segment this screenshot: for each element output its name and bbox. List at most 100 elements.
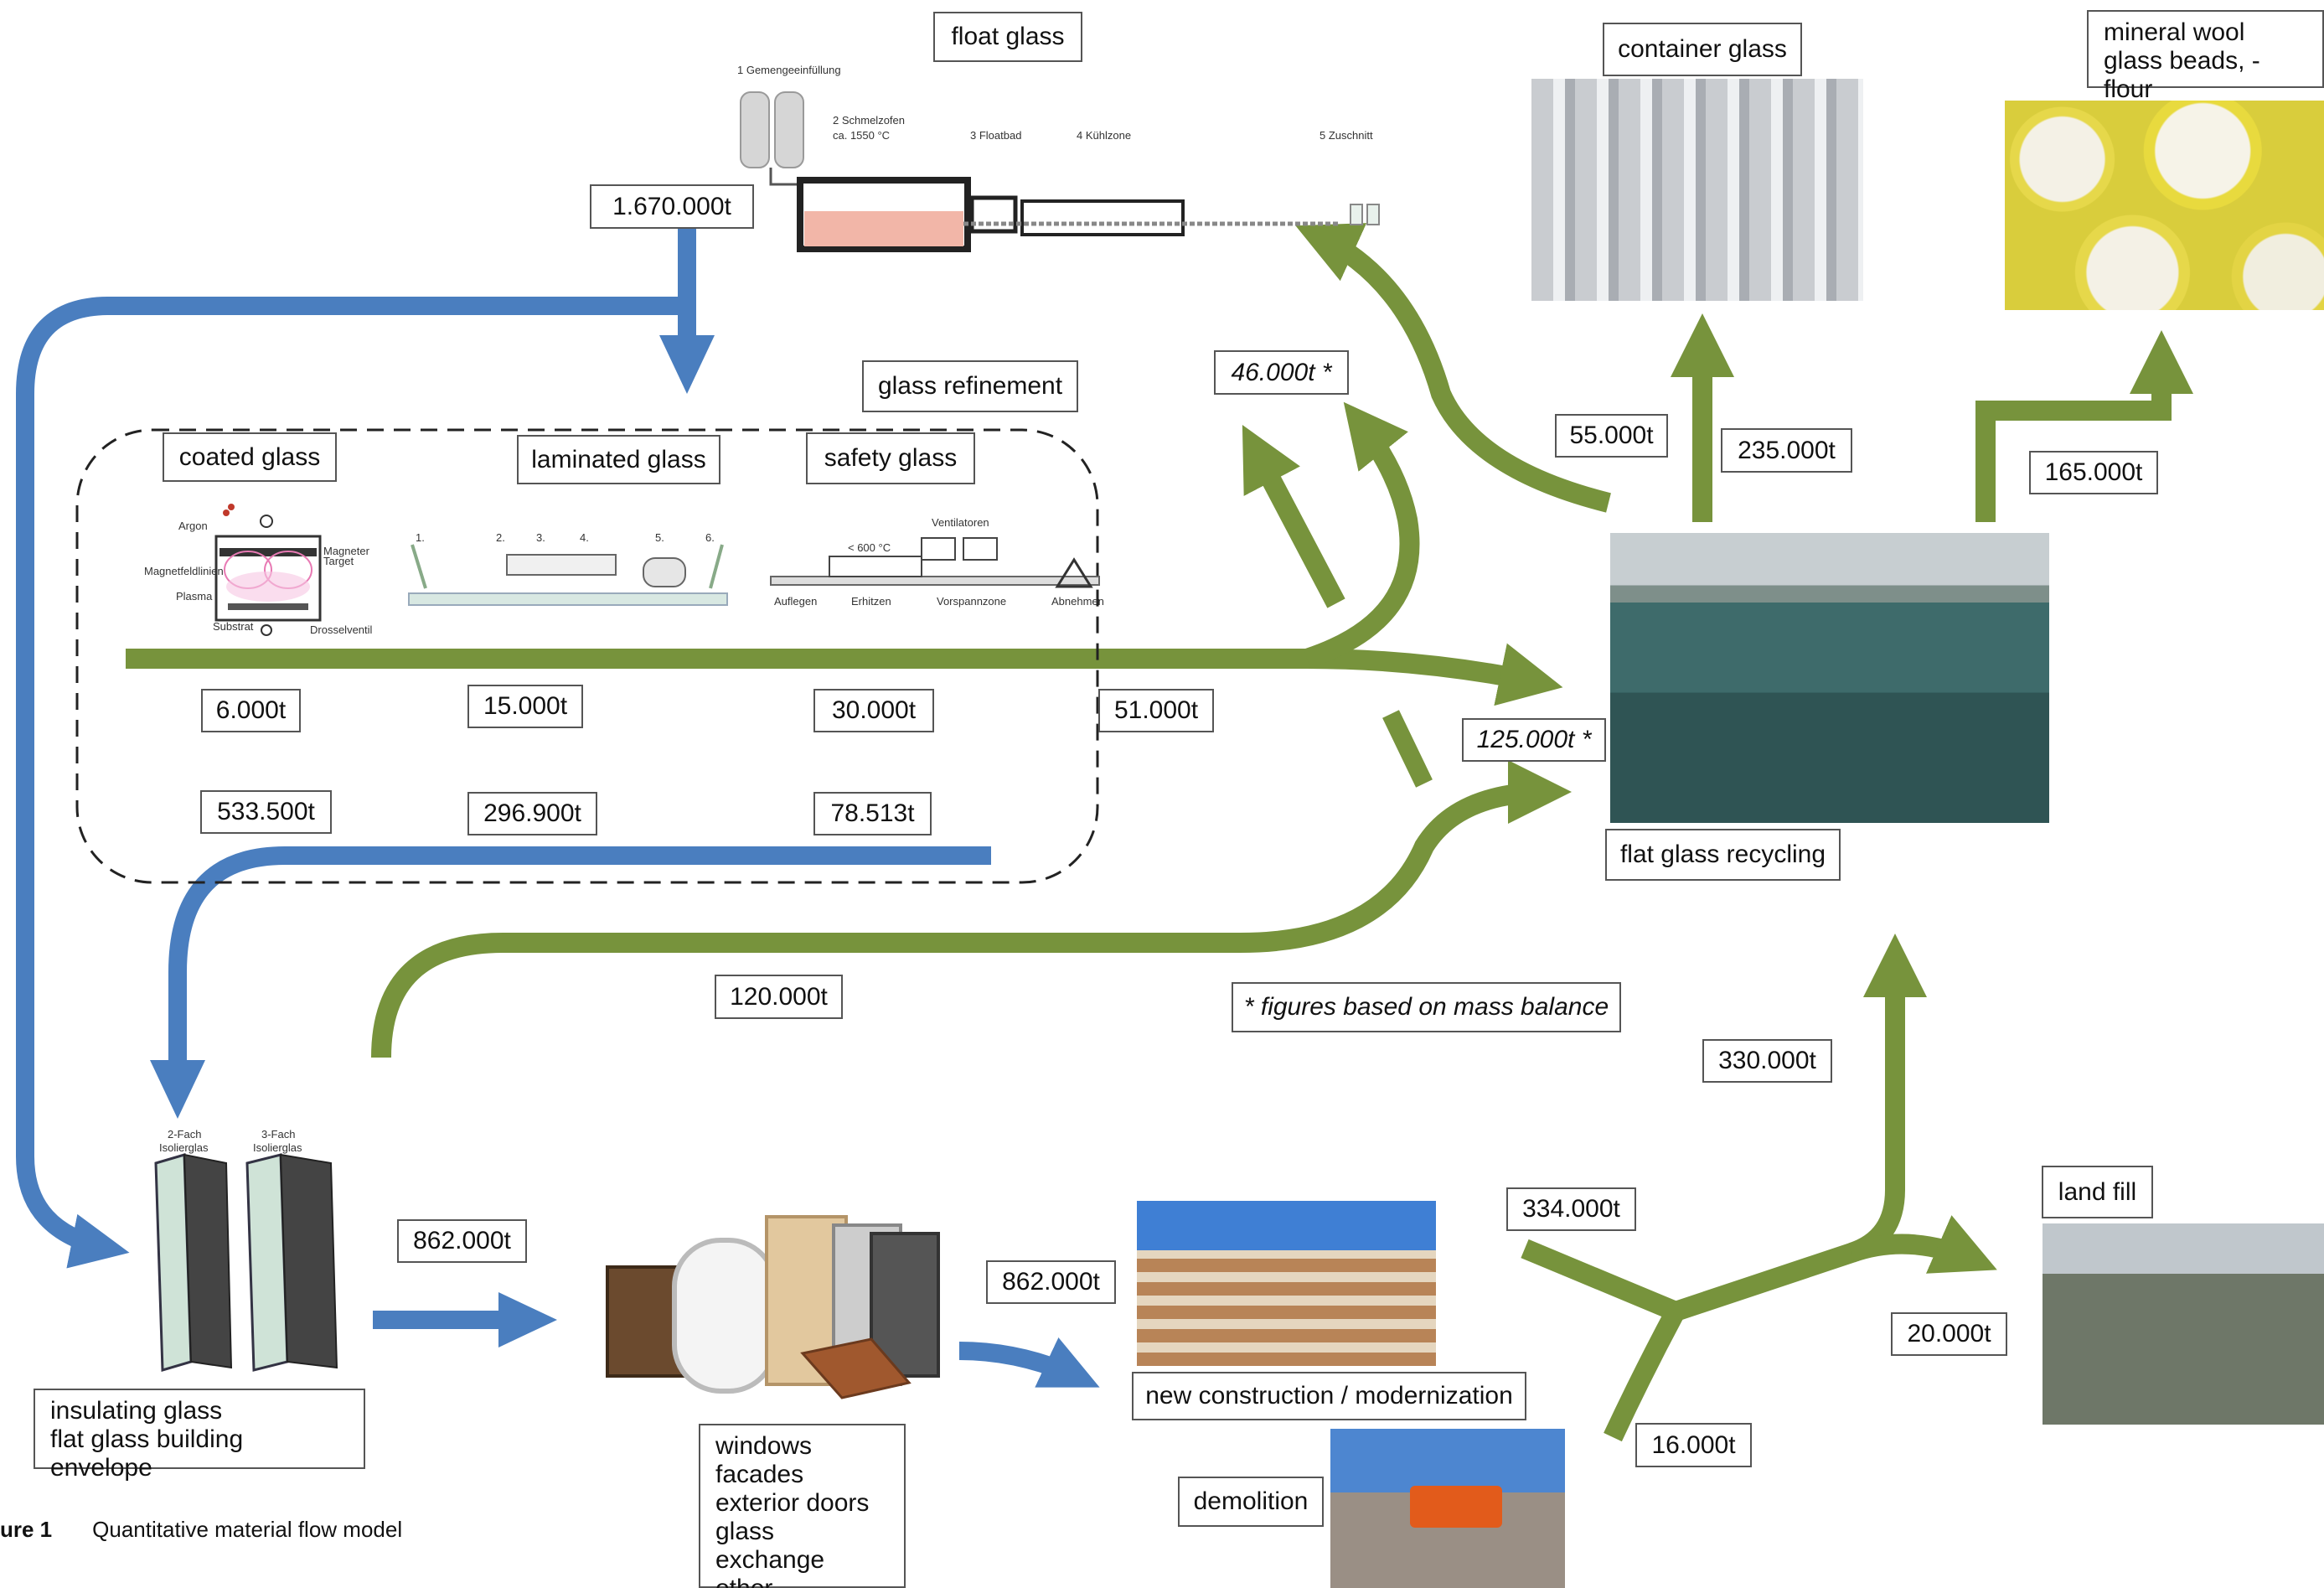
laminating-conveyor — [408, 592, 728, 606]
flow-laminated-waste: 15.000t — [467, 685, 583, 728]
flow-float-out: 1.670.000t — [590, 184, 754, 229]
coating-diagram: Argon Magneter Target Magnetfeldlinien P… — [144, 504, 373, 636]
coating-argon-label: Argon — [178, 520, 208, 532]
tempering-fan-1 — [921, 537, 956, 561]
igu-triple-label-a: 3-Fach — [261, 1128, 295, 1141]
igu-triple-frame — [279, 1153, 338, 1369]
blue-flow-float-to-insulating — [16, 297, 687, 1269]
roof-window — [800, 1337, 912, 1399]
green-flow-waste-to-float — [1304, 401, 1420, 669]
silo-left — [740, 91, 770, 168]
flow-insulating-to-recycling: 120.000t — [715, 975, 843, 1019]
float-step2a-label: 2 Schmelzofen — [833, 114, 905, 127]
land-fill-photo — [2043, 1223, 2324, 1425]
dashed-flow-collection — [1382, 710, 1433, 788]
temper-st1-label: Auflegen — [774, 595, 817, 608]
figure-caption: ure 1 Quantitative material flow model — [0, 1517, 402, 1543]
float-step4-label: 4 Kühlzone — [1077, 129, 1131, 142]
node-glass-refinement: glass refinement — [862, 360, 1078, 412]
green-flow-recycling-to-wool — [1975, 330, 2193, 522]
demolition-photo — [1330, 1429, 1565, 1588]
argon-dot-1 — [223, 510, 230, 516]
igu-double-label-a: 2-Fach — [168, 1128, 201, 1141]
lam-s1: 1. — [416, 531, 425, 544]
node-demolition: demolition — [1178, 1477, 1324, 1527]
tempering-stack — [1055, 557, 1093, 588]
excavator — [1410, 1486, 1502, 1528]
plasma-region — [226, 572, 310, 602]
node-mineral-wool: mineral wool glass beads, -flour — [2087, 10, 2324, 103]
flow-safety-waste: 30.000t — [813, 689, 934, 732]
green-flow-demolition-to-junction — [1604, 1306, 1685, 1442]
temper-fans-label: Ventilatoren — [932, 516, 989, 529]
green-flow-construction-to-junction — [1521, 1239, 1680, 1322]
float-process-diagram: 1 Gemengeeinfüllung 2 Schmelzofen ca. 15… — [737, 64, 1380, 252]
laminating-bar-left — [411, 544, 427, 589]
lam-s5: 5. — [655, 531, 664, 544]
tempering-diagram: < 600 °C Ventilatoren Auflegen Erhitzen … — [770, 516, 1104, 608]
temper-st4-label: Abnehmen — [1051, 595, 1104, 608]
green-flow-recycling-to-float — [1295, 223, 1611, 513]
tempering-line — [770, 576, 1100, 586]
flow-refinement-waste-total: 51.000t — [1098, 689, 1214, 732]
tempering-fan-2 — [963, 537, 998, 561]
node-windows-list: windows facades exterior doors glass exc… — [699, 1424, 906, 1588]
lam-s6: 6. — [705, 531, 715, 544]
silo-right — [774, 91, 804, 168]
flow-to-recycling: 330.000t — [1702, 1039, 1832, 1083]
lam-s4: 4. — [580, 531, 589, 544]
node-land-fill: land fill — [2042, 1166, 2153, 1218]
flow-collection-to-recycling: 125.000t * — [1462, 718, 1606, 762]
substrate — [228, 603, 308, 610]
flow-recycling-to-container: 235.000t — [1721, 428, 1852, 473]
cut-sheet-1 — [1350, 204, 1363, 225]
refinement-boundary — [75, 428, 1099, 884]
coating-plasma-label: Plasma — [176, 590, 213, 603]
blue-flow-windows-to-construction — [958, 1337, 1100, 1388]
flow-insulating-to-windows: 862.000t — [397, 1219, 527, 1263]
coating-ventil-label: Drosselventil — [310, 623, 373, 636]
node-float-glass: float glass — [933, 12, 1082, 62]
green-flow-insulating-to-recycling — [371, 760, 1572, 1058]
insulating-glass-diagram: 2-Fach Isolierglas 3-Fach Isolierglas — [154, 1128, 338, 1372]
laminating-bar-right — [709, 544, 724, 589]
flow-demolition-out: 16.000t — [1635, 1423, 1752, 1467]
laminating-press — [506, 554, 617, 576]
node-flat-glass-recycling: flat glass recycling — [1605, 829, 1841, 881]
green-flow-refinement-waste — [126, 643, 1563, 706]
green-flow-arrow-46000t — [1242, 424, 1345, 608]
flow-recycling-to-float: 55.000t — [1555, 414, 1668, 458]
lam-s2: 2. — [496, 531, 505, 544]
window-arched — [672, 1238, 777, 1394]
node-container-glass: container glass — [1603, 23, 1802, 76]
laminating-autoclave — [643, 557, 686, 587]
windows-doors-illustration — [606, 1215, 940, 1399]
igu-triple-label-b: Isolierglas — [253, 1141, 302, 1154]
temper-st2-label: Erhitzen — [851, 595, 891, 608]
argon-dot-2 — [228, 504, 235, 510]
figure-caption-label: ure 1 — [0, 1517, 53, 1542]
flow-windows-to-construction: 862.000t — [986, 1260, 1116, 1304]
tempering-oven — [829, 556, 922, 577]
flow-coated-waste: 6.000t — [201, 689, 301, 732]
figure-caption-text: Quantitative material flow model — [92, 1517, 403, 1542]
coating-magnet-label: Magneter — [323, 545, 370, 557]
node-new-construction: new construction / modernization — [1132, 1372, 1526, 1420]
node-coated-glass: coated glass — [163, 432, 337, 482]
temper-temp-label: < 600 °C — [848, 541, 891, 554]
flow-construction-out: 334.000t — [1506, 1187, 1636, 1231]
igu-double-frame — [183, 1153, 233, 1369]
flow-laminated-out: 296.900t — [467, 792, 597, 835]
blue-flow-refinement-to-insulating — [150, 846, 991, 1119]
coating-field-label: Magnetfeldlinien — [144, 565, 224, 577]
flow-safety-out: 78.513t — [813, 792, 932, 835]
cut-sheet-2 — [1366, 204, 1380, 225]
coating-substrat-label: Substrat — [213, 620, 254, 633]
lam-s3: 3. — [536, 531, 545, 544]
laminating-diagram: 1. 2. 3. 4. 5. 6. — [408, 531, 728, 606]
temper-st3-label: Vorspannzone — [937, 595, 1006, 608]
flow-refinement-to-float: 46.000t * — [1214, 350, 1349, 395]
cooling-zone — [1020, 199, 1185, 236]
